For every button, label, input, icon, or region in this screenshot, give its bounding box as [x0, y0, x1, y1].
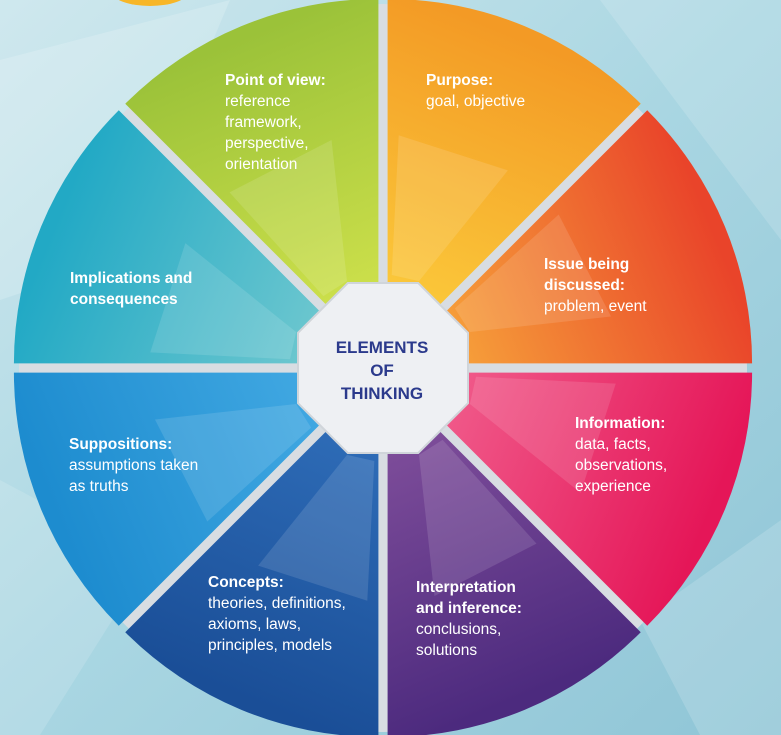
segment-label-concepts: Concepts: theories, definitions, axioms,…	[208, 572, 378, 656]
segment-suppositions	[13, 372, 322, 626]
segment-description: reference framework, perspective, orient…	[225, 93, 309, 173]
segment-title: Interpretation and inference:	[416, 579, 522, 617]
segment-title: Implications and consequences	[70, 270, 193, 308]
segment-label-issue: Issue being discussed: problem, event	[544, 254, 694, 317]
segment-highlight	[150, 243, 297, 360]
segment-title: Point of view:	[225, 72, 326, 89]
segment-purpose	[387, 0, 641, 307]
segment-implications	[13, 110, 322, 364]
segment-point_of_view	[125, 0, 379, 307]
segment-description: data, facts, observations, experience	[575, 436, 668, 495]
segment-highlight	[469, 376, 616, 493]
segment-title: Issue being discussed:	[544, 256, 630, 294]
segment-highlight	[391, 135, 508, 282]
segment-highlight	[418, 439, 537, 597]
center-title: ELEMENTS OF THINKING	[300, 336, 464, 405]
segment-description: goal, objective	[426, 93, 526, 110]
segment-label-point-of-view: Point of view: reference framework, pers…	[225, 70, 375, 175]
center-title-line: ELEMENTS	[335, 338, 429, 357]
segment-label-suppositions: Suppositions: assumptions taken as truth…	[69, 434, 239, 497]
segment-interpretation	[387, 429, 641, 735]
segment-highlight	[229, 139, 348, 297]
segment-description: problem, event	[544, 298, 647, 315]
center-title-line: OF	[370, 361, 394, 380]
segment-description: assumptions taken as truths	[69, 457, 199, 495]
segment-highlight	[258, 454, 375, 601]
segment-description: theories, definitions, axioms, laws, pri…	[208, 595, 346, 654]
center-title-line: THINKING	[340, 384, 424, 403]
segment-label-implications: Implications and consequences	[70, 268, 240, 310]
segment-label-interpretation: Interpretation and inference: conclusion…	[416, 577, 586, 661]
segment-highlight	[454, 214, 612, 333]
segment-label-information: Information: data, facts, observations, …	[575, 413, 725, 497]
segment-issue	[444, 110, 753, 364]
center-octagon	[297, 282, 469, 454]
segment-highlight	[154, 403, 312, 522]
segment-information	[444, 372, 753, 626]
segment-title: Suppositions:	[69, 436, 173, 453]
segment-title: Information:	[575, 415, 666, 432]
segment-title: Concepts:	[208, 574, 284, 591]
segment-description: conclusions, solutions	[416, 621, 502, 659]
segment-label-purpose: Purpose: goal, objective	[426, 70, 596, 112]
segment-concepts	[125, 429, 379, 735]
segment-title: Purpose:	[426, 72, 494, 89]
